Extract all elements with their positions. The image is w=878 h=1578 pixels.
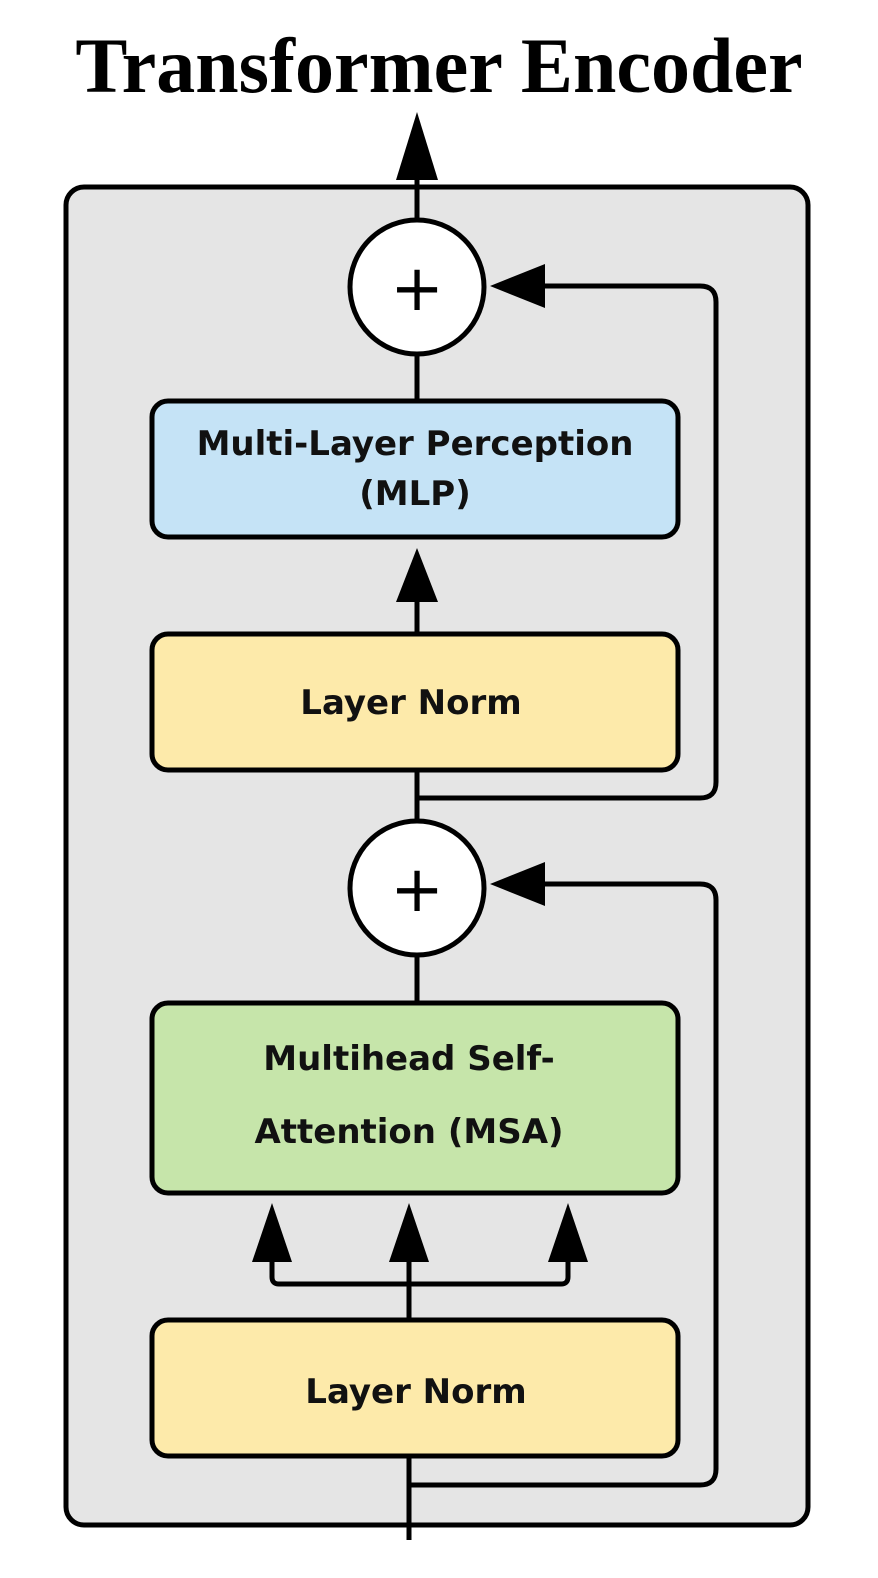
residual-arrow-top [490,264,545,308]
layer-norm-top-label: Layer Norm [300,683,521,723]
msa-block [149,1000,681,1196]
residual-path-bottom [409,881,719,1488]
output-arrow [396,112,438,180]
residual-path-top [417,283,719,801]
qkv-arrow-right [548,1203,588,1262]
adder-bottom-symbol: + [390,853,444,927]
norm-to-mlp-arrow [396,548,438,602]
diagram-title: Transformer Encoder [75,22,802,109]
layer-norm-bottom-block [149,1317,681,1459]
mlp-label-line2: (MLP) [359,474,471,514]
adder-top-symbol: + [390,252,444,326]
qkv-split-path [269,1255,571,1287]
mlp-block [149,398,681,540]
msa-label-line2: Attention (MSA) [254,1112,563,1152]
msa-label-line1: Multihead Self- [263,1039,555,1079]
qkv-arrow-left [252,1203,292,1262]
mlp-label-line1: Multi-Layer Perception [197,424,634,464]
qkv-arrow-center [389,1203,429,1262]
layer-norm-bottom-label: Layer Norm [305,1372,526,1412]
residual-arrow-bottom [490,862,545,906]
